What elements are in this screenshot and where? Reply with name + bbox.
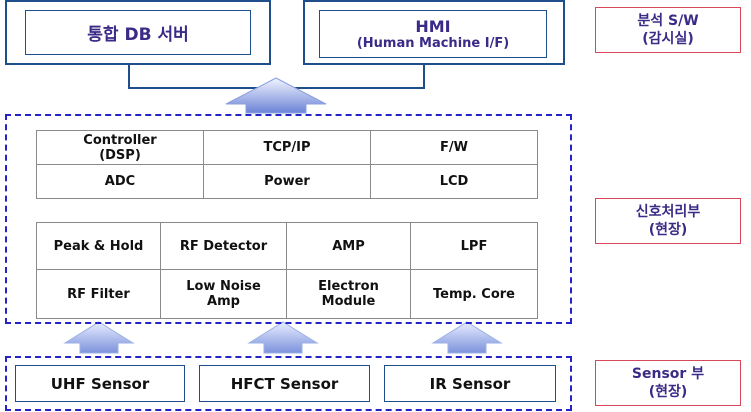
label-analysis-line1: 분석 S/W (637, 13, 699, 29)
label-sensor-line2: (현장) (648, 384, 688, 400)
sensor-region (5, 356, 572, 411)
sensor-ir: IR Sensor (384, 365, 556, 402)
label-analysis-line2: (감시실) (642, 31, 694, 47)
label-sensor: Sensor 부 (현장) (595, 360, 741, 406)
cell-tcpip: TCP/IP (203, 130, 371, 165)
cell-low-noise-amp: Low Noise Amp (160, 269, 287, 319)
label-analysis-sw: 분석 S/W (감시실) (595, 7, 741, 53)
label-sensor-line1: Sensor 부 (631, 366, 705, 382)
cell-temp-core: Temp. Core (410, 269, 538, 319)
cell-adc: ADC (36, 164, 204, 199)
cell-electron-module: Electron Module (286, 269, 411, 319)
db-server-label: 통합 DB 서버 (87, 25, 189, 45)
cell-rf-filter: RF Filter (36, 269, 161, 319)
cell-lpf: LPF (410, 222, 538, 270)
up-arrow-main-shape (225, 77, 327, 114)
cell-rf-detector: RF Detector (160, 222, 287, 270)
sensor-hfct: HFCT Sensor (199, 365, 370, 402)
label-signal-line1: 신호처리부 (635, 204, 701, 220)
sensor-uhf: UHF Sensor (15, 365, 185, 402)
cell-lcd: LCD (370, 164, 538, 199)
up-arrow-ir (431, 321, 503, 354)
cell-amp: AMP (286, 222, 411, 270)
cell-power: Power (203, 164, 371, 199)
label-signal-processing: 신호처리부 (현장) (595, 198, 741, 244)
up-arrow-hfct (247, 321, 319, 354)
signal-processing-region (5, 114, 572, 324)
hmi-subtitle: (Human Machine I/F) (356, 36, 510, 51)
cell-controller: Controller (DSP) (36, 130, 204, 165)
db-server-frame: 통합 DB 서버 (5, 0, 271, 65)
hmi-box: HMI (Human Machine I/F) (319, 10, 547, 58)
db-server-box: 통합 DB 서버 (25, 10, 251, 55)
label-signal-line2: (현장) (648, 222, 688, 238)
hmi-frame: HMI (Human Machine I/F) (303, 0, 565, 65)
cell-fw: F/W (370, 130, 538, 165)
hmi-title: HMI (415, 17, 451, 36)
up-arrow-uhf (63, 321, 135, 354)
cell-peak-hold: Peak & Hold (36, 222, 161, 270)
